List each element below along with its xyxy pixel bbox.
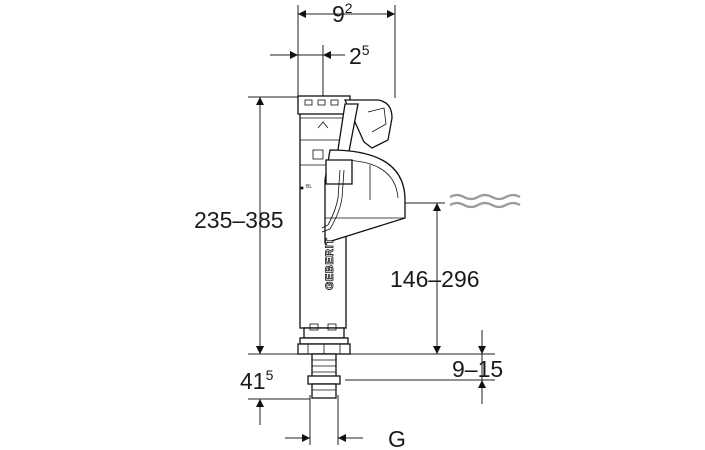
brand-label: GEBERIT — [324, 238, 336, 290]
part-marking: BL — [306, 184, 312, 190]
dimension-lines — [248, 5, 495, 445]
dimension-labels: 92 25 235–385 146–296 9–15 415 G — [194, 0, 503, 450]
locknut — [307, 375, 341, 385]
label-water-height: 146–296 — [390, 266, 480, 292]
label-thread-g: G — [388, 426, 406, 450]
label-top-offset: 25 — [349, 42, 370, 69]
valve-flange — [299, 337, 349, 345]
label-thread-range: 9–15 — [452, 356, 503, 382]
water-level-waves — [449, 193, 521, 209]
fill-valve: GEBERIT BL — [297, 95, 406, 399]
label-bottom-length: 415 — [240, 367, 274, 394]
label-top-width: 92 — [332, 0, 353, 27]
label-total-height: 235–385 — [194, 207, 284, 233]
thread-end — [311, 383, 337, 399]
